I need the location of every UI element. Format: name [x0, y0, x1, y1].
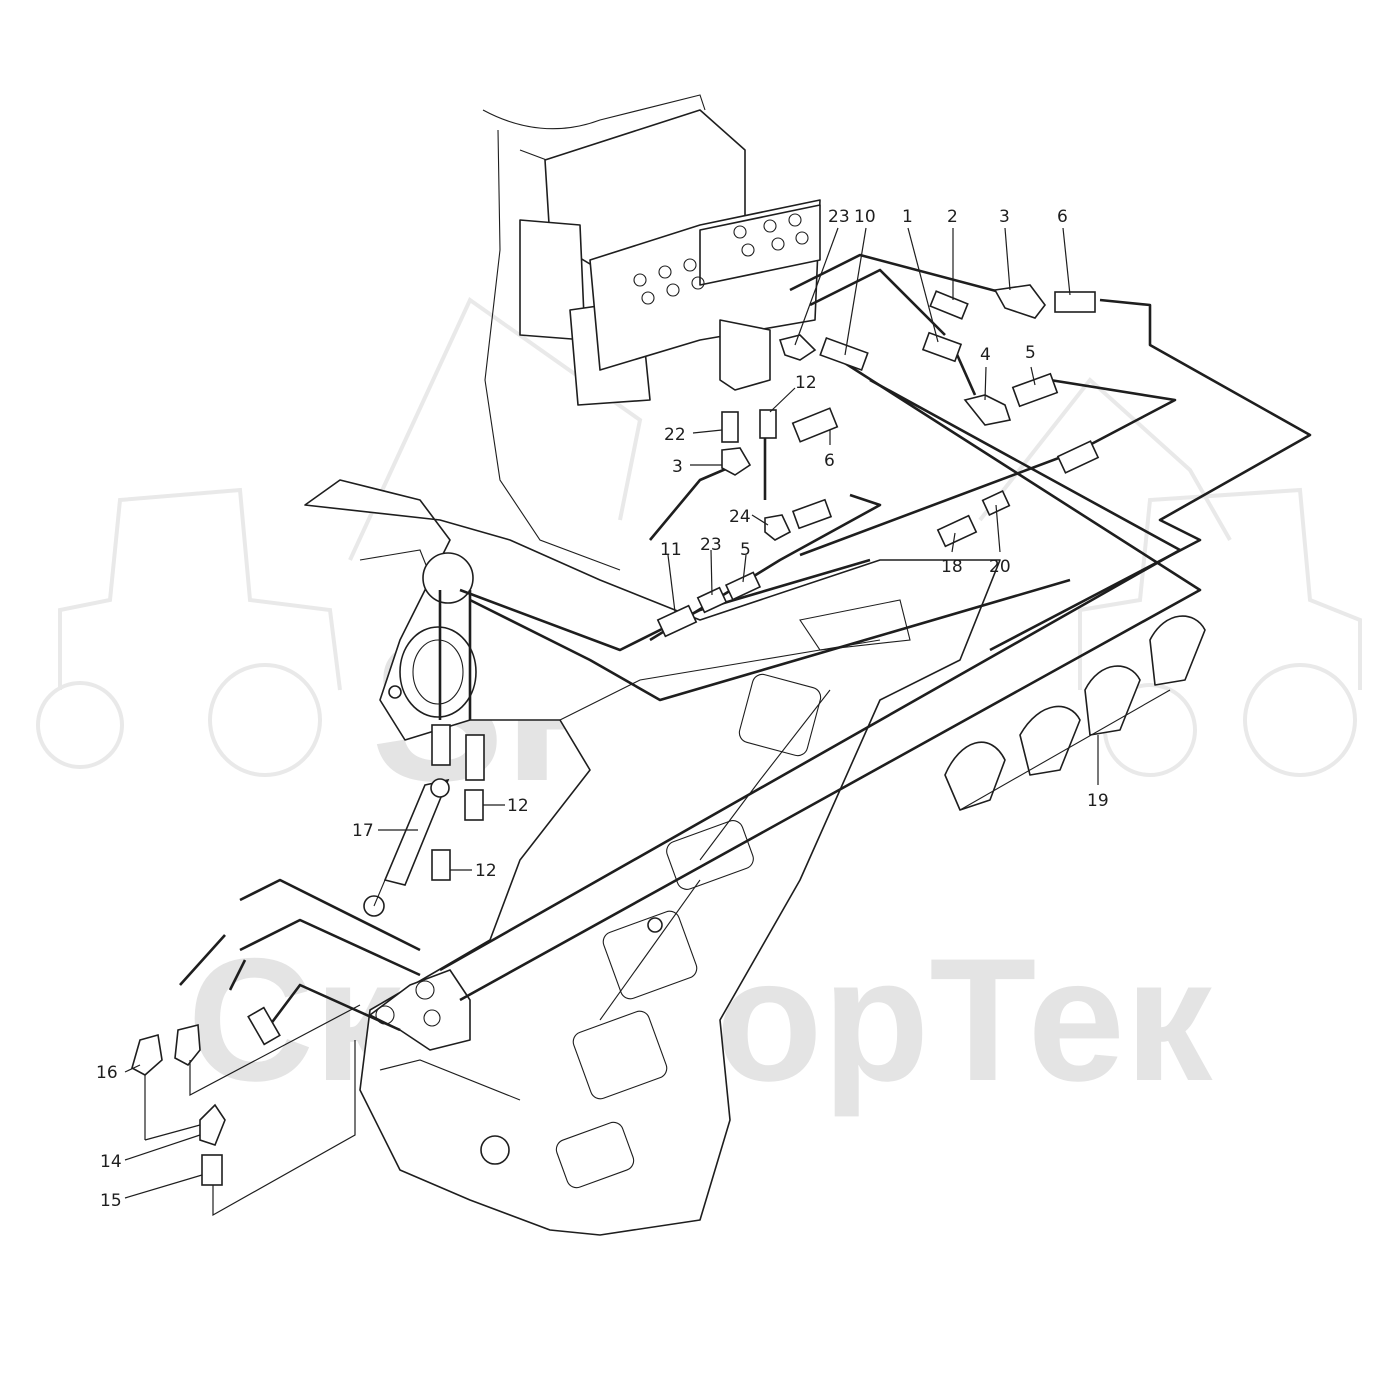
callout-2: 2 — [947, 207, 958, 227]
fitting-20 — [981, 490, 1011, 516]
callout-12-b: 12 — [475, 861, 497, 881]
fitting-14 — [199, 1103, 226, 1146]
control-valve-block — [589, 199, 821, 391]
fitting-18 — [936, 514, 978, 548]
callout-22: 22 — [664, 425, 686, 445]
fitting-4 — [963, 394, 1012, 426]
fitting-6-top — [1054, 291, 1096, 313]
fitting-6-mid — [791, 407, 839, 443]
fitting-vertical-pair — [431, 724, 485, 781]
callout-5-low: 5 — [740, 540, 751, 560]
fitting-11 — [656, 604, 698, 638]
callout-20: 20 — [989, 557, 1011, 577]
callout-1: 1 — [902, 207, 913, 227]
fitting-3-mid — [721, 447, 752, 476]
hose-clamp-bracket — [944, 615, 1206, 811]
callout-19: 19 — [1087, 791, 1109, 811]
callout-11: 11 — [660, 540, 682, 560]
callouts: 23 10 1 2 3 6 4 5 12 22 3 6 24 11 23 5 1… — [96, 207, 1109, 1211]
fitting-12-b — [431, 849, 451, 881]
callout-16: 16 — [96, 1063, 118, 1083]
callout-12-upper: 12 — [795, 373, 817, 393]
fitting-5-upperleft — [791, 498, 833, 530]
fitting-12-upper — [759, 409, 777, 439]
callout-6-top: 6 — [1057, 207, 1068, 227]
callout-12-a: 12 — [507, 796, 529, 816]
callout-10: 10 — [854, 207, 876, 227]
fittings — [131, 284, 1100, 1186]
callout-15: 15 — [100, 1191, 122, 1211]
callout-23-top: 23 — [828, 207, 850, 227]
fitting-5-mid — [1011, 372, 1059, 408]
fitting-12-a — [464, 789, 484, 821]
boom-arm — [304, 479, 1001, 1236]
callout-5-mid: 5 — [1025, 343, 1036, 363]
callout-3-mid: 3 — [672, 457, 683, 477]
watermark-tractor-icon — [36, 296, 1362, 777]
fitting-boom-lower — [247, 1006, 281, 1046]
callout-4: 4 — [980, 345, 991, 365]
leader-lines — [124, 227, 1099, 1217]
callout-14: 14 — [100, 1152, 122, 1172]
fitting-1 — [921, 331, 963, 363]
callout-24: 24 — [729, 507, 751, 527]
fitting-2 — [929, 290, 969, 320]
fitting-15 — [201, 1154, 223, 1186]
cylinder-17 — [363, 778, 450, 917]
hoses — [179, 253, 1312, 1032]
fitting-6-right — [1056, 440, 1100, 474]
callout-17: 17 — [352, 821, 374, 841]
fitting-5-low — [724, 571, 762, 601]
fitting-24 — [764, 514, 792, 541]
fitting-10 — [819, 336, 869, 372]
fitting-23-low — [696, 586, 728, 614]
fitting-23-top — [778, 334, 817, 361]
callout-3-top: 3 — [999, 207, 1010, 227]
callout-23-low: 23 — [700, 535, 722, 555]
fitting-22 — [721, 411, 739, 443]
fitting-3-top — [993, 284, 1047, 319]
callout-6-mid: 6 — [824, 451, 835, 471]
callout-18: 18 — [941, 557, 963, 577]
